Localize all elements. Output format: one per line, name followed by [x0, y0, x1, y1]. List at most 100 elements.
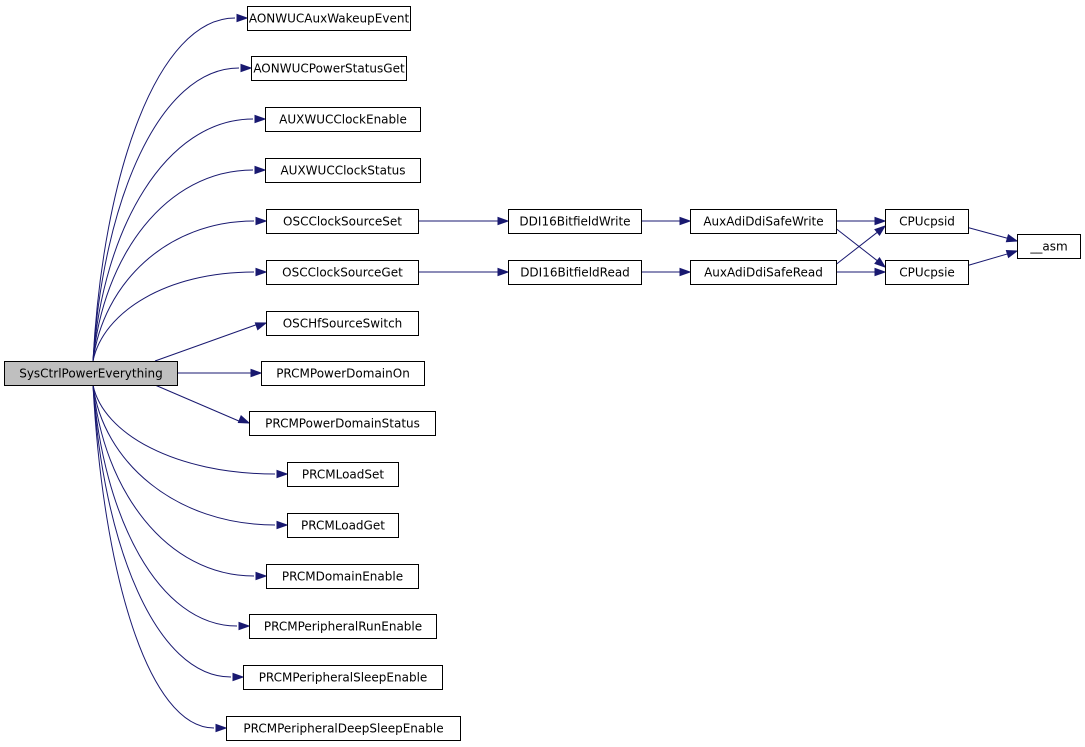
function-node-oscclocksourceset[interactable]: OSCClockSourceSet — [266, 209, 419, 234]
edge-asr-to-cpsie — [836, 267, 887, 277]
node-label: PRCMPeripheralRunEnable — [264, 620, 422, 634]
node-box — [885, 209, 969, 234]
edge-line — [92, 384, 232, 678]
edge-root-to-n12 — [92, 384, 268, 581]
function-node-prcmpowerdomainon[interactable]: PRCMPowerDomainOn — [261, 361, 425, 386]
node-label: DDI16BitfieldRead — [520, 266, 630, 280]
arrow-head-icon — [250, 368, 263, 378]
arrow-head-icon — [236, 13, 249, 23]
node-label: AuxAdiDdiSafeWrite — [703, 215, 823, 229]
node-box — [265, 107, 421, 132]
edge-asw-to-cpsid — [836, 216, 887, 226]
function-node-prcmloadget[interactable]: PRCMLoadGet — [287, 513, 399, 538]
edge-asw-to-cpsie — [833, 226, 887, 268]
node-label: __asm — [1029, 240, 1067, 254]
node-label: CPUcpsid — [899, 215, 955, 229]
node-label: AONWUCAuxWakeupEvent — [249, 12, 410, 26]
node-label: AUXWUCClockEnable — [279, 113, 407, 127]
edge-n5-to-d16w — [418, 216, 510, 226]
arrow-head-icon — [874, 257, 887, 268]
arrow-head-icon — [276, 469, 289, 479]
node-label: CPUcpsie — [899, 266, 955, 280]
function-node-aonwucauxwakeupevent[interactable]: AONWUCAuxWakeupEvent — [247, 6, 411, 31]
node-box — [243, 665, 443, 690]
edge-line — [92, 384, 276, 526]
edge-line — [92, 384, 276, 475]
function-node-auxwucclockstatus[interactable]: AUXWUCClockStatus — [265, 158, 421, 183]
edge-n6-to-d16r — [418, 267, 510, 277]
arrow-head-icon — [497, 267, 510, 277]
edge-root-to-n5 — [92, 216, 268, 362]
function-node-auxwucclockenable[interactable]: AUXWUCClockEnable — [265, 107, 421, 132]
edge-layer — [92, 13, 1019, 733]
node-label: PRCMPowerDomainOn — [276, 367, 410, 381]
function-node-asm[interactable]: __asm — [1017, 234, 1081, 259]
arrow-head-icon — [255, 571, 268, 581]
node-box — [690, 260, 837, 285]
edge-d16r-to-asr — [641, 267, 692, 277]
function-node-sysctrlpowereverything[interactable]: SysCtrlPowerEverything — [4, 361, 178, 386]
arrow-head-icon — [497, 216, 510, 226]
edge-root-to-n1 — [92, 13, 249, 362]
arrow-head-icon — [232, 672, 245, 682]
edge-cpsie-to-asm — [965, 249, 1019, 267]
arrow-head-icon — [215, 723, 228, 733]
node-label: AONWUCPowerStatusGet — [253, 62, 405, 76]
function-node-ddi16bitfieldwrite[interactable]: DDI16BitfieldWrite — [508, 209, 642, 234]
node-box — [249, 411, 436, 436]
function-node-prcmpowerdomainstatus[interactable]: PRCMPowerDomainStatus — [249, 411, 436, 436]
function-node-prcmperipheralrunenable[interactable]: PRCMPeripheralRunEnable — [249, 614, 437, 639]
function-node-cpucpsid[interactable]: CPUcpsid — [885, 209, 969, 234]
edge-line — [92, 384, 215, 729]
node-box — [1017, 234, 1081, 259]
node-box — [249, 614, 437, 639]
edge-root-to-n9 — [154, 384, 251, 424]
edge-root-to-n10 — [92, 384, 289, 479]
function-node-prcmperipheraldeepsleepenable[interactable]: PRCMPeripheralDeepSleepEnable — [226, 716, 461, 741]
node-label: PRCMLoadGet — [301, 519, 385, 533]
node-label: SysCtrlPowerEverything — [19, 367, 163, 381]
function-node-oscclocksourceget[interactable]: OSCClockSourceGet — [266, 260, 419, 285]
node-label: OSCHfSourceSwitch — [283, 317, 403, 331]
edge-line — [833, 231, 878, 267]
node-label: AUXWUCClockStatus — [280, 164, 405, 178]
edge-line — [154, 324, 258, 362]
function-node-auxadiddisafewrite[interactable]: AuxAdiDdiSafeWrite — [690, 209, 837, 234]
function-node-prcmloadset[interactable]: PRCMLoadSet — [287, 462, 399, 487]
function-node-cpucpsie[interactable]: CPUcpsie — [885, 260, 969, 285]
function-node-prcmperipheralsleepenable[interactable]: PRCMPeripheralSleepEnable — [243, 665, 443, 690]
arrow-head-icon — [255, 267, 268, 277]
edge-line — [154, 384, 241, 422]
function-node-prcmdomainenable[interactable]: PRCMDomainEnable — [266, 564, 419, 589]
function-node-auxadiddisaferead[interactable]: AuxAdiDdiSafeRead — [690, 260, 837, 285]
arrow-head-icon — [679, 216, 692, 226]
arrow-head-icon — [874, 225, 887, 236]
node-box — [266, 209, 419, 234]
function-node-oschfsourceswitch[interactable]: OSCHfSourceSwitch — [266, 311, 419, 336]
edge-line — [92, 384, 255, 577]
edge-root-to-n3 — [92, 114, 267, 362]
arrow-head-icon — [255, 216, 268, 226]
edge-line — [965, 253, 1008, 267]
arrow-head-icon — [240, 63, 253, 73]
node-label: OSCClockSourceSet — [283, 215, 402, 229]
node-label: PRCMDomainEnable — [282, 570, 403, 584]
node-box — [4, 361, 178, 386]
edge-root-to-n15 — [92, 384, 228, 733]
node-box — [266, 564, 419, 589]
edge-line — [92, 271, 255, 362]
node-box — [287, 513, 399, 538]
function-node-ddi16bitfieldread[interactable]: DDI16BitfieldRead — [508, 260, 642, 285]
node-box — [885, 260, 969, 285]
edge-root-to-n2 — [92, 63, 253, 362]
arrow-head-icon — [874, 267, 887, 277]
edge-root-to-n8 — [177, 368, 263, 378]
node-label: PRCMPowerDomainStatus — [265, 417, 420, 431]
edge-line — [92, 384, 238, 627]
edge-root-to-n6 — [92, 267, 268, 362]
arrow-head-icon — [1005, 233, 1019, 243]
node-box — [508, 209, 642, 234]
function-node-aonwucpowerstatusget[interactable]: AONWUCPowerStatusGet — [251, 56, 407, 81]
node-label: DDI16BitfieldWrite — [519, 215, 630, 229]
